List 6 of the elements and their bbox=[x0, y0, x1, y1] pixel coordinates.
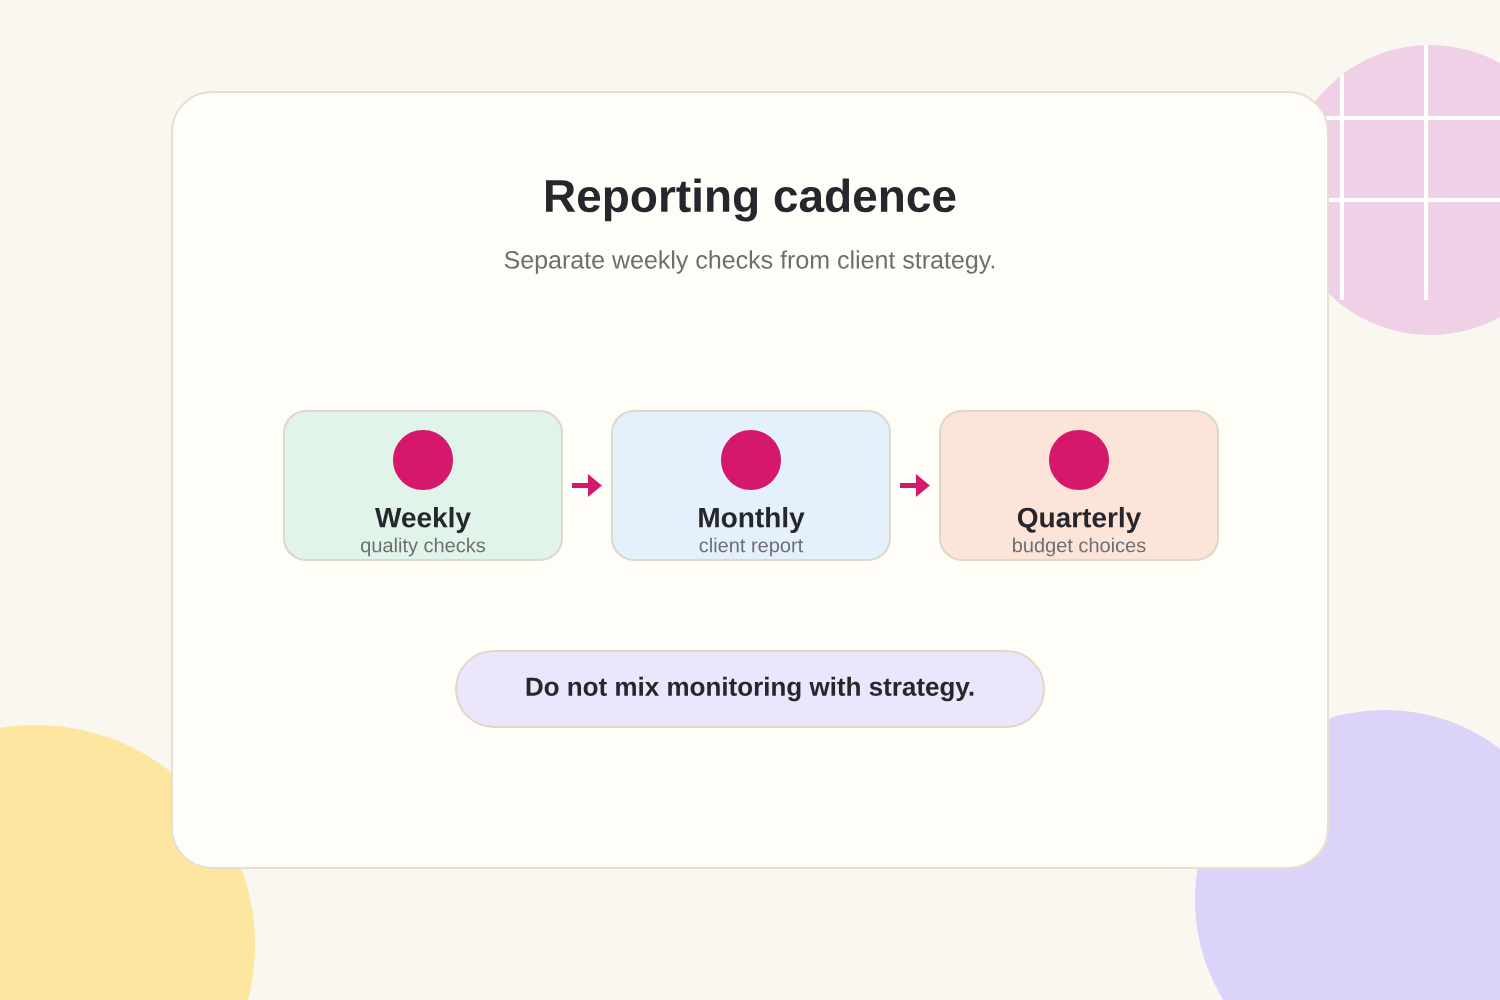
note-box: Do not mix monitoring with strategy. bbox=[455, 650, 1045, 728]
subtitle: Separate weekly checks from client strategy. bbox=[504, 250, 995, 274]
stage-card: Monthly client report bbox=[611, 410, 891, 561]
stage-card: Weekly quality checks bbox=[283, 410, 563, 561]
title: Reporting cadence bbox=[546, 178, 956, 222]
stage-card: Quarterly budget choices bbox=[939, 410, 1219, 561]
